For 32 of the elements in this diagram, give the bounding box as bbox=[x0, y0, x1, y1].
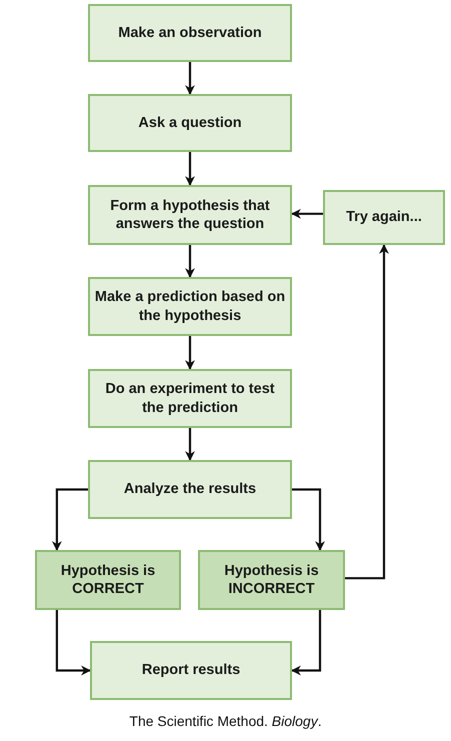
box-label: Hypothesis is CORRECT bbox=[60, 562, 156, 598]
process-box bbox=[88, 185, 292, 245]
arrow bbox=[291, 610, 322, 676]
box-label: Do an experiment to test the prediction bbox=[104, 380, 276, 417]
box-label: Hypothesis is INCORRECT bbox=[223, 562, 320, 598]
arrow bbox=[292, 488, 325, 551]
arrow bbox=[185, 152, 195, 186]
figure-caption: The Scientific Method. Biology. bbox=[128, 713, 323, 729]
box-label: Report results bbox=[140, 661, 242, 680]
arrow bbox=[291, 208, 323, 219]
box-label: Form a hypothesis that answers the question bbox=[109, 196, 271, 234]
box-label: Try again... bbox=[345, 208, 423, 227]
process-box bbox=[88, 94, 292, 152]
arrow bbox=[185, 428, 195, 461]
box-label: Make a prediction based on the hypothesis bbox=[94, 288, 286, 325]
box-label: Make an observation bbox=[117, 24, 263, 42]
arrow bbox=[185, 62, 195, 95]
process-box bbox=[88, 460, 292, 519]
box-label: Analyze the results bbox=[122, 480, 258, 499]
process-box bbox=[35, 550, 181, 610]
process-box bbox=[90, 641, 292, 700]
process-box bbox=[88, 369, 292, 428]
arrow bbox=[56, 610, 91, 676]
process-box bbox=[88, 4, 292, 62]
arrow bbox=[185, 245, 195, 278]
arrow bbox=[185, 336, 195, 370]
process-box bbox=[198, 550, 345, 610]
process-box bbox=[323, 190, 445, 245]
arrow bbox=[52, 488, 88, 551]
process-box bbox=[88, 277, 292, 336]
arrow bbox=[345, 244, 389, 580]
box-label: Ask a question bbox=[137, 114, 243, 132]
